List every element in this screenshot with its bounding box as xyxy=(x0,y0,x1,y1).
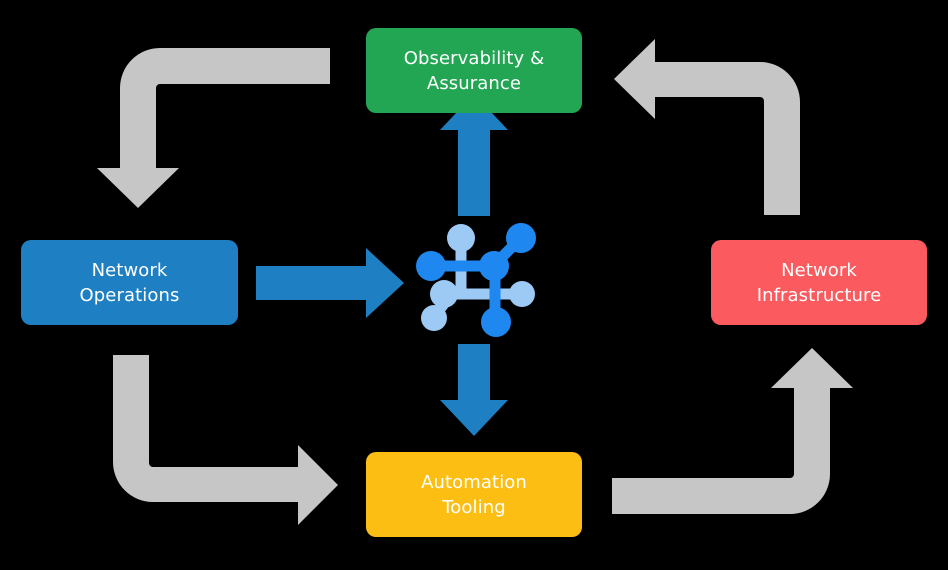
network-node-top-right xyxy=(506,223,536,253)
connector-center-to-observability xyxy=(440,94,508,216)
network-node-top-left xyxy=(447,224,475,252)
node-box-network-operations[interactable]: Network Operations xyxy=(21,240,238,325)
connector-operations-to-center xyxy=(256,248,404,318)
node-box-observability-assurance[interactable]: Observability & Assurance xyxy=(366,28,582,113)
connector-infrastructure-to-observability xyxy=(614,39,800,215)
network-node-mid-right xyxy=(509,281,535,307)
network-node-center-hub xyxy=(479,251,509,281)
network-icon-dark-nodes xyxy=(416,223,536,337)
network-node-left xyxy=(416,251,446,281)
network-icon-light-nodes xyxy=(421,224,535,331)
connector-automation-to-infrastructure xyxy=(612,348,853,514)
network-node-bottom-left xyxy=(421,305,447,331)
network-node-mid-left-hub xyxy=(430,280,458,308)
node-box-automation-tooling[interactable]: Automation Tooling xyxy=(366,452,582,537)
connector-observability-to-operations xyxy=(97,48,330,208)
connector-center-to-automation xyxy=(440,344,508,436)
connector-operations-to-automation xyxy=(113,355,338,525)
node-box-network-infrastructure[interactable]: Network Infrastructure xyxy=(711,240,927,325)
network-node-bottom xyxy=(481,307,511,337)
